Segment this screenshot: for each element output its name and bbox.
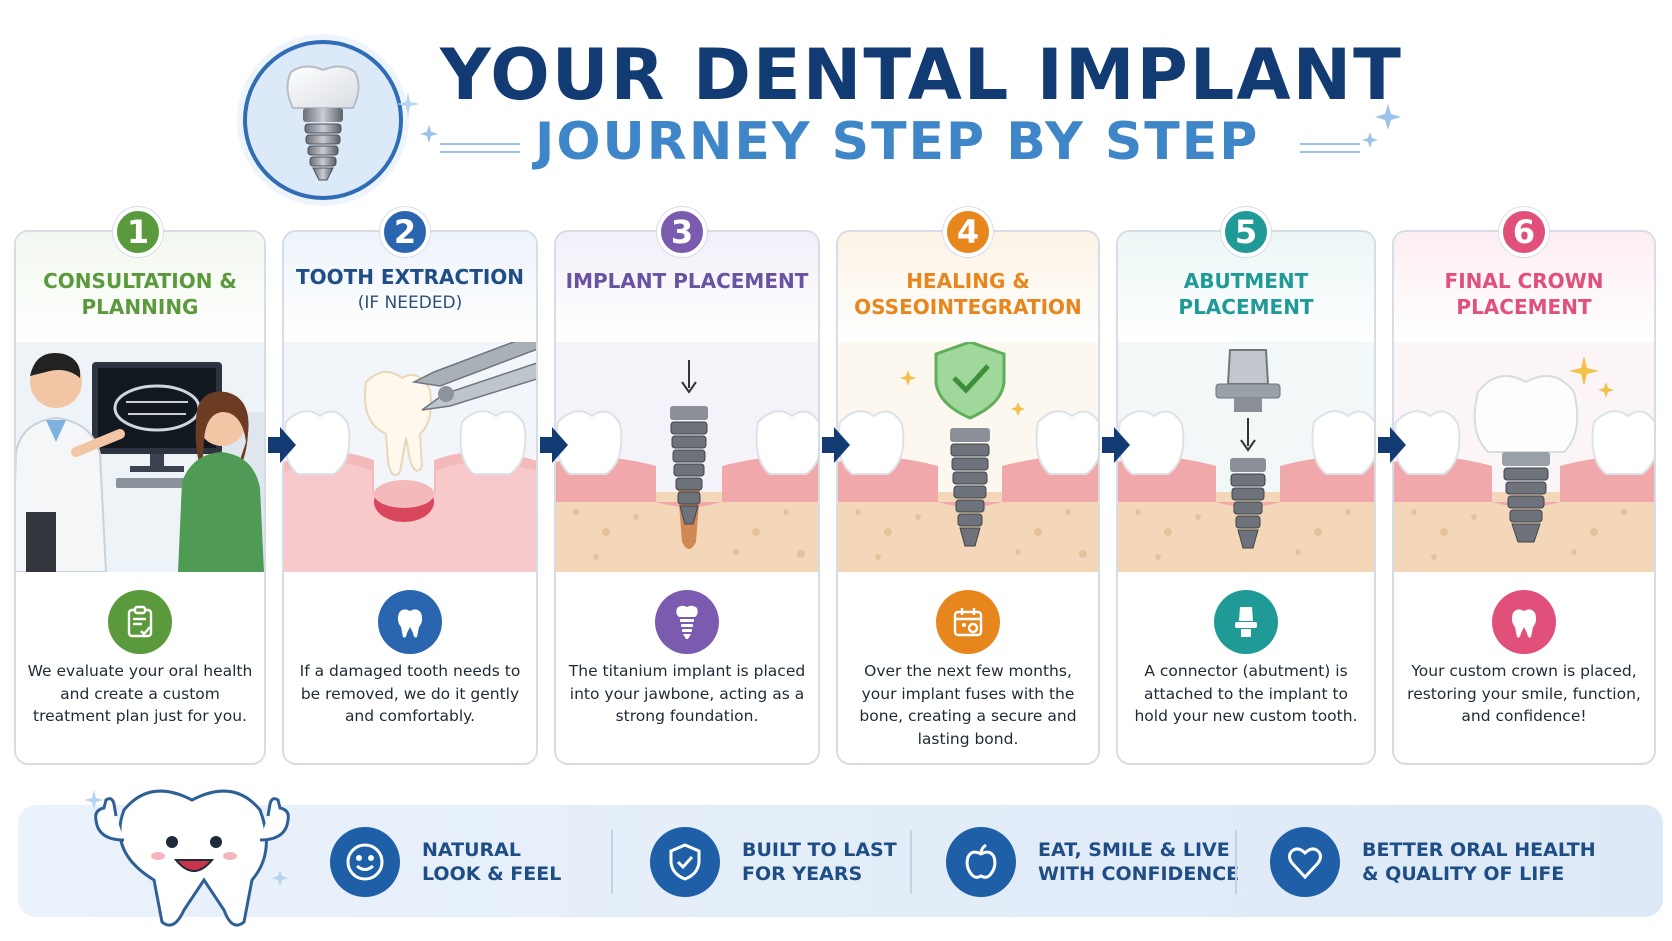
benefit-label: NATURAL LOOK & FEEL <box>422 838 561 886</box>
page-title: YOUR DENTAL IMPLANT <box>440 34 1403 116</box>
arrow-right-icon <box>268 427 296 463</box>
benefit-line-2: FOR YEARS <box>742 863 863 885</box>
implant-placement-illustration <box>556 342 818 572</box>
step-description: Over the next few months, your implant f… <box>859 662 1077 748</box>
smile-icon <box>330 827 400 897</box>
benefit-label: BUILT TO LAST FOR YEARS <box>742 838 897 886</box>
tooth-icon <box>1492 590 1556 654</box>
step-description: Your custom crown is placed, restoring y… <box>1407 662 1641 725</box>
arrow-right-icon <box>1102 427 1130 463</box>
healing-illustration <box>838 342 1098 572</box>
benefit-line-2: LOOK & FEEL <box>422 863 562 885</box>
step-title: ABUTMENT PLACEMENT <box>1178 269 1314 319</box>
step-number-badge: 4 <box>943 207 993 257</box>
divider <box>611 830 613 894</box>
step-card-consultation: CONSULTATION & PLANNING <box>14 230 266 765</box>
arrow-right-icon <box>822 427 850 463</box>
step-number-badge: 2 <box>380 207 430 257</box>
abutment-illustration <box>1118 342 1374 572</box>
benefit-line-1: NATURAL <box>422 839 521 861</box>
step-card-healing: HEALING & OSSEOINTEGRATION <box>836 230 1100 765</box>
clipboard-check-icon <box>108 590 172 654</box>
shield-check-icon <box>650 827 720 897</box>
decorative-lines-left <box>420 124 520 153</box>
step-card-crown: FINAL CROWN PLACEMENT Your custom crown … <box>1392 230 1656 765</box>
step-number-badge: 6 <box>1499 207 1549 257</box>
step-card-extraction: TOOTH EXTRACTION (IF NEEDED) If a damage… <box>282 230 538 765</box>
abutment-icon <box>1214 590 1278 654</box>
step-description: We evaluate your oral health and create … <box>27 662 253 725</box>
step-number-badge: 5 <box>1221 207 1271 257</box>
heart-icon <box>1270 827 1340 897</box>
benefit-line-2: WITH CONFIDENCE <box>1038 863 1240 885</box>
step-title-text: TOOTH EXTRACTION <box>295 265 525 289</box>
benefit-line-1: EAT, SMILE & LIVE <box>1038 839 1230 861</box>
sparkle-icon <box>396 92 420 116</box>
step-title: TOOTH EXTRACTION (IF NEEDED) <box>284 264 536 316</box>
arrow-right-icon <box>1378 427 1406 463</box>
benefit-line-1: BETTER ORAL HEALTH <box>1362 839 1596 861</box>
benefits-band <box>18 805 1663 917</box>
step-title: HEALING & OSSEOINTEGRATION <box>854 269 1082 319</box>
divider <box>910 830 912 894</box>
step-card-abutment: ABUTMENT PLACEMENT A connector (ab <box>1116 230 1376 765</box>
tooth-icon <box>378 590 442 654</box>
step-number-badge: 1 <box>113 207 163 257</box>
benefit-natural-look: NATURAL LOOK & FEEL <box>330 825 561 899</box>
step-description: A connector (abutment) is attached to th… <box>1134 662 1358 725</box>
step-subtitle: (IF NEEDED) <box>357 293 463 313</box>
benefit-oral-health: BETTER ORAL HEALTH & QUALITY OF LIFE <box>1270 825 1596 899</box>
benefit-label: EAT, SMILE & LIVE WITH CONFIDENCE <box>1038 838 1239 886</box>
benefit-line-1: BUILT TO LAST <box>742 839 897 861</box>
step-card-implant: IMPLANT PLACEMENT The tit <box>554 230 820 765</box>
step-number-badge: 3 <box>657 207 707 257</box>
calendar-icon <box>936 590 1000 654</box>
step-title: CONSULTATION & PLANNING <box>43 269 237 319</box>
step-title: IMPLANT PLACEMENT <box>565 269 809 293</box>
benefit-line-2: & QUALITY OF LIFE <box>1362 863 1565 885</box>
decorative-lines-right <box>1300 104 1401 153</box>
implant-logo-icon <box>243 40 403 200</box>
benefit-label: BETTER ORAL HEALTH & QUALITY OF LIFE <box>1362 838 1596 886</box>
happy-tooth-mascot-icon <box>84 789 290 927</box>
benefit-built-to-last: BUILT TO LAST FOR YEARS <box>650 825 897 899</box>
crown-illustration <box>1394 342 1654 572</box>
implant-icon <box>655 590 719 654</box>
benefit-confidence: EAT, SMILE & LIVE WITH CONFIDENCE <box>946 825 1239 899</box>
apple-icon <box>946 827 1016 897</box>
step-description: If a damaged tooth needs to be removed, … <box>299 662 521 725</box>
step-title: FINAL CROWN PLACEMENT <box>1444 269 1604 319</box>
consultation-illustration <box>16 342 264 572</box>
page-subtitle: JOURNEY STEP BY STEP <box>535 112 1260 172</box>
arrow-right-icon <box>540 427 568 463</box>
step-description: The titanium implant is placed into your… <box>568 662 806 725</box>
divider <box>1235 830 1237 894</box>
extraction-illustration <box>284 342 536 572</box>
